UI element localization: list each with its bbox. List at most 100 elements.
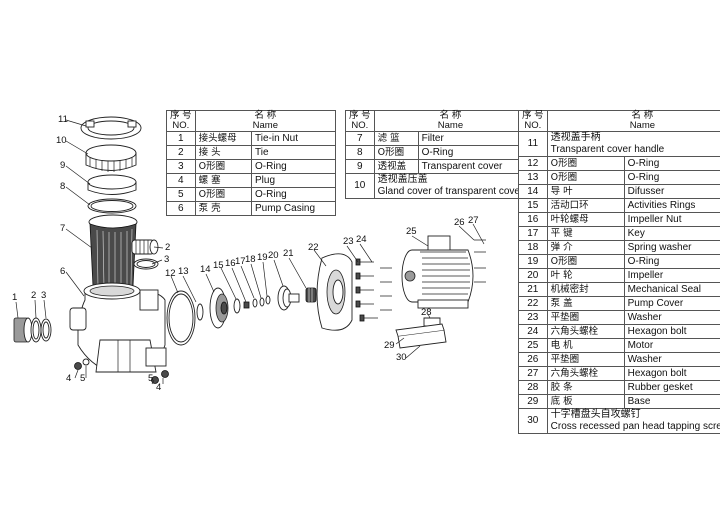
row-no: 7 <box>345 131 375 146</box>
callout-17: 17 <box>235 256 246 267</box>
callout-labels: 11 10 9 8 7 6 1 2 3 2 3 12 13 14 15 16 1… <box>12 114 479 393</box>
header-no-en: NO. <box>524 120 542 131</box>
row-cn: 叶 轮 <box>546 268 625 283</box>
row-no: 30 <box>518 408 548 434</box>
part-pump-casing <box>69 282 167 373</box>
row-cn: 机械密封 <box>546 282 625 297</box>
row-no: 20 <box>518 268 548 283</box>
header-no-cn: 序 号 <box>522 110 544 121</box>
row-en: Rubber gesket <box>623 380 720 395</box>
row-en: Transparent cover handle <box>550 144 665 155</box>
callout-23: 23 <box>343 236 354 247</box>
callout-3-right: 3 <box>164 254 169 265</box>
row-en: Filter <box>417 131 528 146</box>
part-oring-3-right <box>133 258 159 270</box>
callout-10: 10 <box>56 135 67 146</box>
callout-20: 20 <box>268 250 279 261</box>
row-en: Pump Casing <box>251 201 336 216</box>
header-name-cn: 名 称 <box>254 110 277 121</box>
callout-22: 22 <box>308 242 319 253</box>
callout-7: 7 <box>60 223 65 234</box>
row-cn: 六角头螺栓 <box>546 324 625 339</box>
row-no: 29 <box>518 394 548 409</box>
callout-13: 13 <box>178 266 189 277</box>
header-name-en: Name <box>629 120 656 131</box>
row-no: 14 <box>518 184 548 199</box>
callout-18: 18 <box>245 254 256 265</box>
header-no-cn: 序 号 <box>349 110 371 121</box>
row-en: Difusser <box>623 184 720 199</box>
row-cn: 弹 介 <box>546 240 625 255</box>
part-base <box>395 323 447 349</box>
row-en: Spring washer <box>623 240 720 255</box>
row-en: O-Ring <box>623 156 720 171</box>
row-en: Impeller Nut <box>623 212 720 227</box>
row-en: Key <box>623 226 720 241</box>
row-cn: 接 头 <box>194 145 253 160</box>
header-name-cn: 名 称 <box>439 110 462 121</box>
part-small-rings <box>233 295 271 314</box>
row-cn: 六角头螺栓 <box>546 366 625 381</box>
row-en: Tie-in Nut <box>251 131 336 146</box>
row-cn: 活动口环 <box>546 198 625 213</box>
row-en: Tie <box>251 145 336 160</box>
row-en: O-Ring <box>251 187 336 202</box>
row-no: 12 <box>518 156 548 171</box>
row-en: Hexagon bolt <box>623 324 720 339</box>
row-en: Plug <box>251 173 336 188</box>
row-no: 2 <box>166 145 196 160</box>
part-motor <box>401 235 474 309</box>
header-no-en: NO. <box>351 120 369 131</box>
row-cn: O形圈 <box>546 254 625 269</box>
row-cn: 透视盖 <box>373 159 419 174</box>
row-no: 6 <box>166 201 196 216</box>
part-pump-cover <box>316 253 353 331</box>
callout-21: 21 <box>283 248 294 259</box>
row-en: Washer <box>623 352 720 367</box>
row-cn: 叶轮螺母 <box>546 212 625 227</box>
row-cn: 平 键 <box>546 226 625 241</box>
callout-26: 26 <box>454 217 465 228</box>
row-cn: O形圈 <box>546 170 625 185</box>
row-en: Base <box>623 394 720 409</box>
row-no: 8 <box>345 145 375 160</box>
row-en: Transparent cover <box>417 159 528 174</box>
callout-6: 6 <box>60 266 65 277</box>
row-cn: 透视盖压盖 <box>377 174 428 185</box>
part-oring-12 <box>166 290 196 346</box>
header-name-en: Name <box>437 120 464 131</box>
row-no: 28 <box>518 380 548 395</box>
callout-19: 19 <box>257 252 268 263</box>
part-oring-13 <box>196 303 204 321</box>
row-en: Cross recessed pan head tapping screws <box>550 421 720 432</box>
row-cn: 接头螺母 <box>194 131 253 146</box>
row-cn: 十字槽盘头自攻螺钉 <box>550 409 641 420</box>
callout-28: 28 <box>421 307 432 318</box>
row-en: O-Ring <box>251 159 336 174</box>
row-no: 25 <box>518 338 548 353</box>
part-filter-basket <box>88 214 138 291</box>
row-cn: 泵 盖 <box>546 296 625 311</box>
row-en: O-Ring <box>623 170 720 185</box>
row-en: Hexagon bolt <box>623 366 720 381</box>
row-cn: O形圈 <box>546 156 625 171</box>
part-tie-right <box>131 239 159 255</box>
